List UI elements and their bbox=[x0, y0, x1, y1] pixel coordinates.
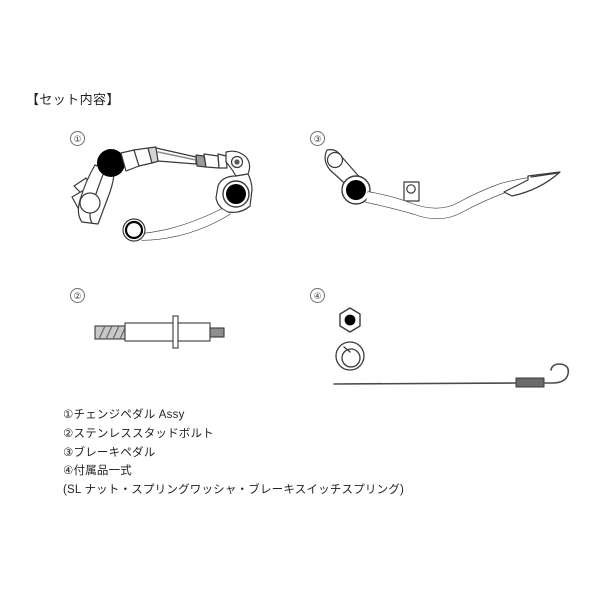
clamp-ring bbox=[79, 192, 101, 214]
stud-flange-collar bbox=[172, 315, 179, 349]
hex-nut-hole bbox=[344, 314, 356, 326]
page-title: 【セット内容】 bbox=[26, 92, 120, 107]
spring-washer-split bbox=[343, 346, 351, 353]
legend-item-3: ③ブレーキペダル bbox=[63, 446, 156, 459]
brake-mid-lug-hole bbox=[406, 184, 416, 194]
brake-upper-eye bbox=[326, 151, 344, 169]
toe-ring-inner bbox=[124, 220, 144, 240]
part-1-change-pedal-assy bbox=[71, 146, 253, 242]
legend-item-4: ④付属品一式 bbox=[63, 465, 133, 478]
parts-legend-list: ①チェンジペダル Assy ②ステンレススタッドボルト ③ブレーキペダル ④付属… bbox=[63, 406, 543, 500]
linkage-rod-shade bbox=[157, 151, 197, 161]
part-4-accessory-set bbox=[333, 307, 570, 388]
callout-marker-4: ④ bbox=[310, 288, 325, 303]
brake-switch-spring-coil bbox=[515, 377, 545, 388]
callout-marker-1: ① bbox=[70, 131, 85, 146]
brake-pivot-boss-center bbox=[346, 180, 366, 200]
legend-item-2: ②ステンレススタッドボルト bbox=[63, 427, 214, 440]
rod-left-hardware bbox=[120, 146, 160, 172]
stud-thread-tip bbox=[209, 327, 225, 338]
brake-switch-spring-hook bbox=[543, 363, 570, 384]
stud-thread-hatching bbox=[98, 325, 126, 340]
brake-arm-fill bbox=[366, 178, 534, 219]
legend-item-1: ①チェンジペダル Assy bbox=[63, 409, 185, 421]
callout-marker-3: ③ bbox=[310, 131, 325, 146]
stud-shaft-right bbox=[177, 322, 211, 342]
brake-pedal-pad-top bbox=[530, 172, 559, 178]
pedal-arm-fill bbox=[140, 209, 230, 240]
brake-switch-spring-wire bbox=[333, 382, 517, 385]
brake-pedal-pad bbox=[503, 171, 561, 197]
stud-shaft-left bbox=[124, 322, 176, 342]
part-2-stainless-stud-bolt bbox=[94, 315, 225, 349]
spring-washer-inner bbox=[341, 348, 361, 368]
legend-item-5-note: (SL ナット・スプリングワッシャ・ブレーキスイッチスプリング) bbox=[63, 484, 405, 497]
ball-end bbox=[97, 149, 125, 177]
rod-right-hardware bbox=[195, 153, 228, 169]
callout-marker-2: ② bbox=[70, 288, 85, 303]
pivot-hub-center bbox=[226, 184, 246, 204]
pedal-upper-eye-bolt bbox=[234, 159, 240, 165]
part-3-brake-pedal bbox=[324, 149, 561, 220]
